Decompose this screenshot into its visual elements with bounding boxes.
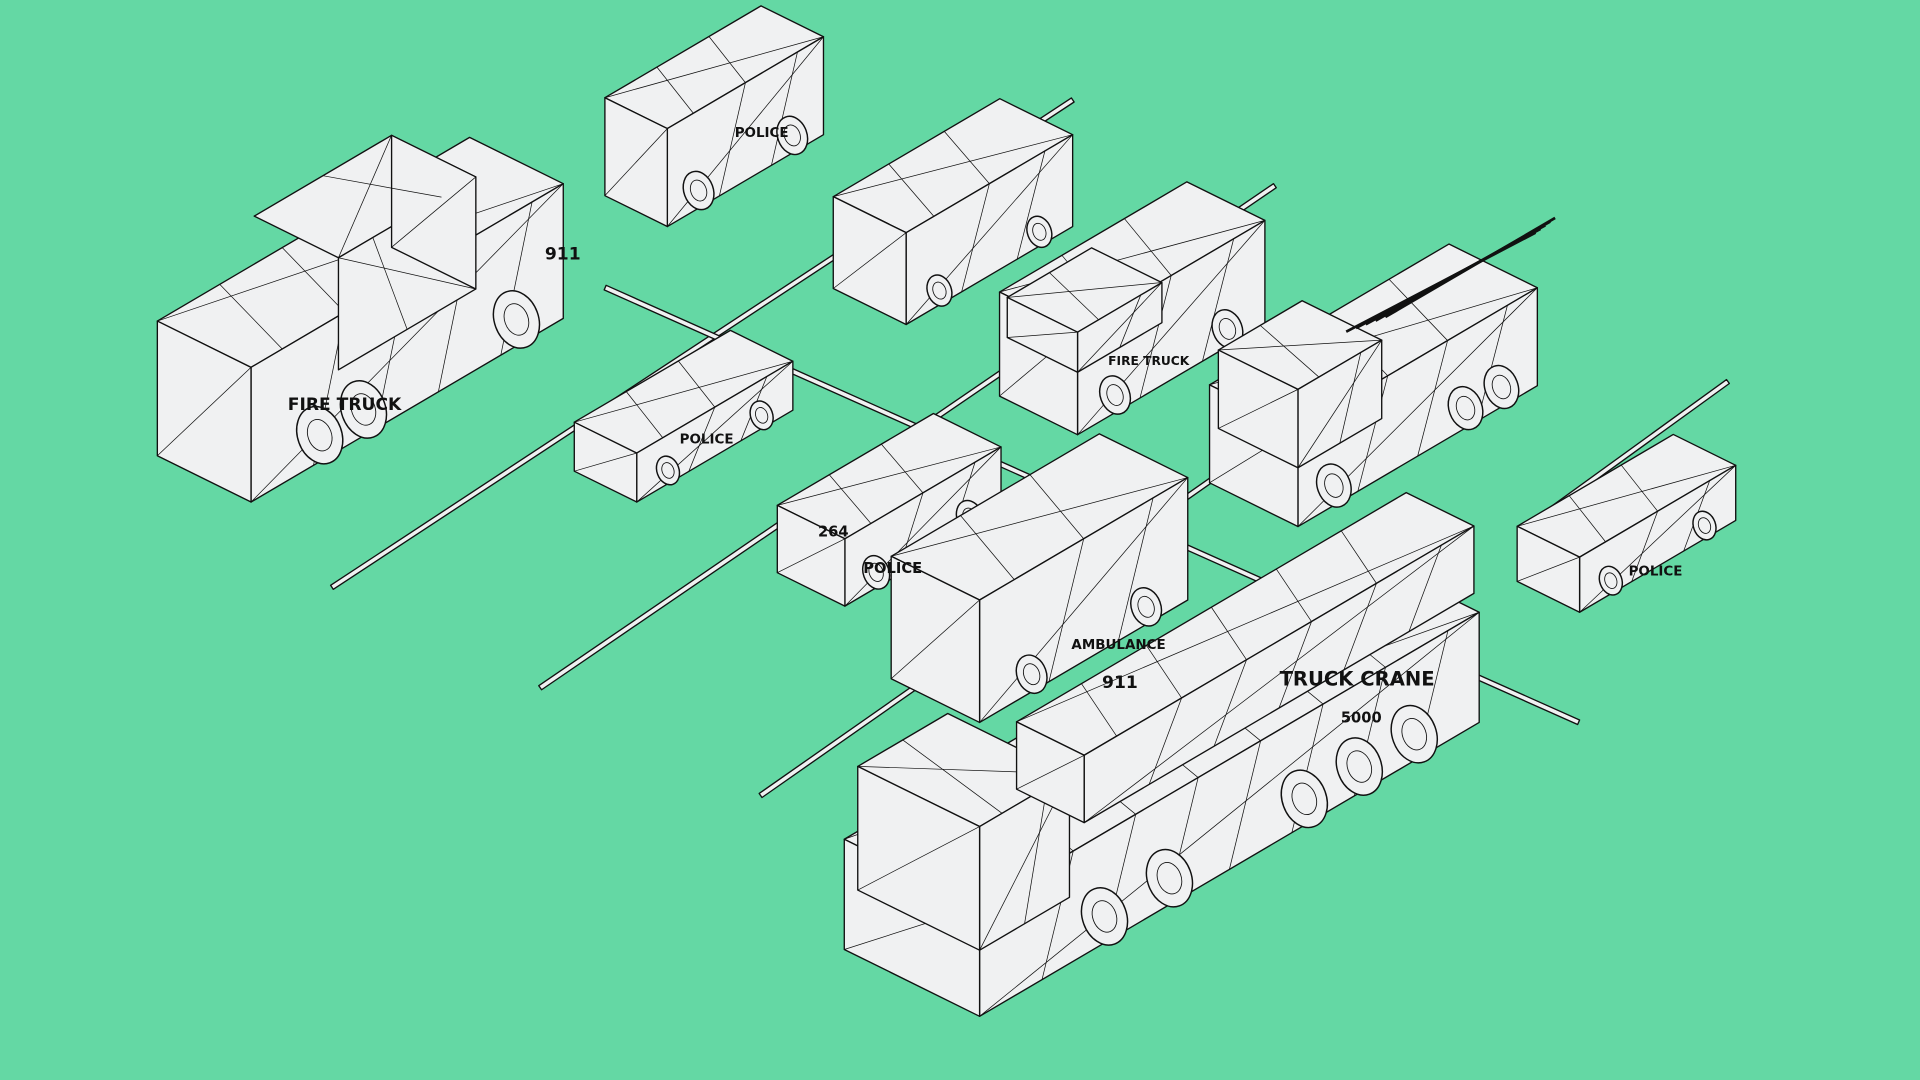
cab: [253, 134, 477, 371]
ambulance: [890, 433, 1189, 724]
utility-fire-truck: [998, 181, 1266, 436]
wheel: [1390, 704, 1438, 764]
cab: [857, 712, 1071, 951]
crane-boom: [1015, 491, 1475, 824]
wheel: [1015, 654, 1048, 695]
armored-police-truck-label: POLICE: [735, 126, 789, 141]
cab: [1006, 247, 1163, 373]
wheel: [1598, 565, 1624, 596]
fire-truck-label: 911: [545, 245, 581, 265]
wheel: [1335, 737, 1384, 796]
fire-truck-label: FIRE TRUCK: [288, 395, 402, 415]
wheel: [926, 274, 953, 307]
wheel: [1130, 587, 1163, 627]
wheel: [1315, 463, 1352, 508]
ambulance-label: 911: [1102, 673, 1138, 693]
utility-fire-truck-label: FIRE TRUCK: [1108, 354, 1190, 368]
tow-boom: [1345, 216, 1556, 333]
police-suv-label: 264: [818, 523, 849, 540]
ambulance-van-body: [832, 98, 1074, 326]
police-car-right-label: POLICE: [1629, 565, 1683, 580]
wheel: [861, 554, 891, 590]
wheel: [682, 170, 715, 211]
police-car-label: POLICE: [680, 432, 734, 447]
wheel: [492, 290, 541, 349]
wheel: [1080, 887, 1129, 946]
vehicles: [156, 5, 1737, 1017]
fire-truck: [156, 134, 564, 503]
wheel: [295, 405, 344, 465]
wheel: [1145, 848, 1194, 908]
wheel: [1692, 510, 1717, 541]
ambulance-body: [890, 433, 1189, 724]
wheel: [1211, 309, 1244, 349]
cab: [1217, 300, 1383, 469]
wheel: [1483, 364, 1520, 410]
armored-police-truck: [604, 5, 825, 228]
wheel: [655, 455, 681, 486]
tow-truck: [1208, 216, 1556, 528]
truck-crane-label: 5000: [1341, 709, 1382, 726]
wheel: [1447, 385, 1484, 431]
wheel: [749, 400, 774, 431]
ambulance-van: [832, 98, 1074, 326]
ambulance-label: AMBULANCE: [1071, 638, 1165, 653]
wheel: [1026, 215, 1053, 249]
police-car-right: [1516, 433, 1737, 613]
wheel: [339, 380, 388, 439]
police-car: [573, 329, 794, 503]
wheel: [776, 115, 809, 156]
wheel: [1098, 375, 1132, 415]
police-suv-label: POLICE: [863, 560, 922, 577]
wheel: [1280, 769, 1329, 829]
truck-crane: [843, 491, 1480, 1017]
truck-crane-label: TRUCK CRANE: [1280, 668, 1435, 691]
